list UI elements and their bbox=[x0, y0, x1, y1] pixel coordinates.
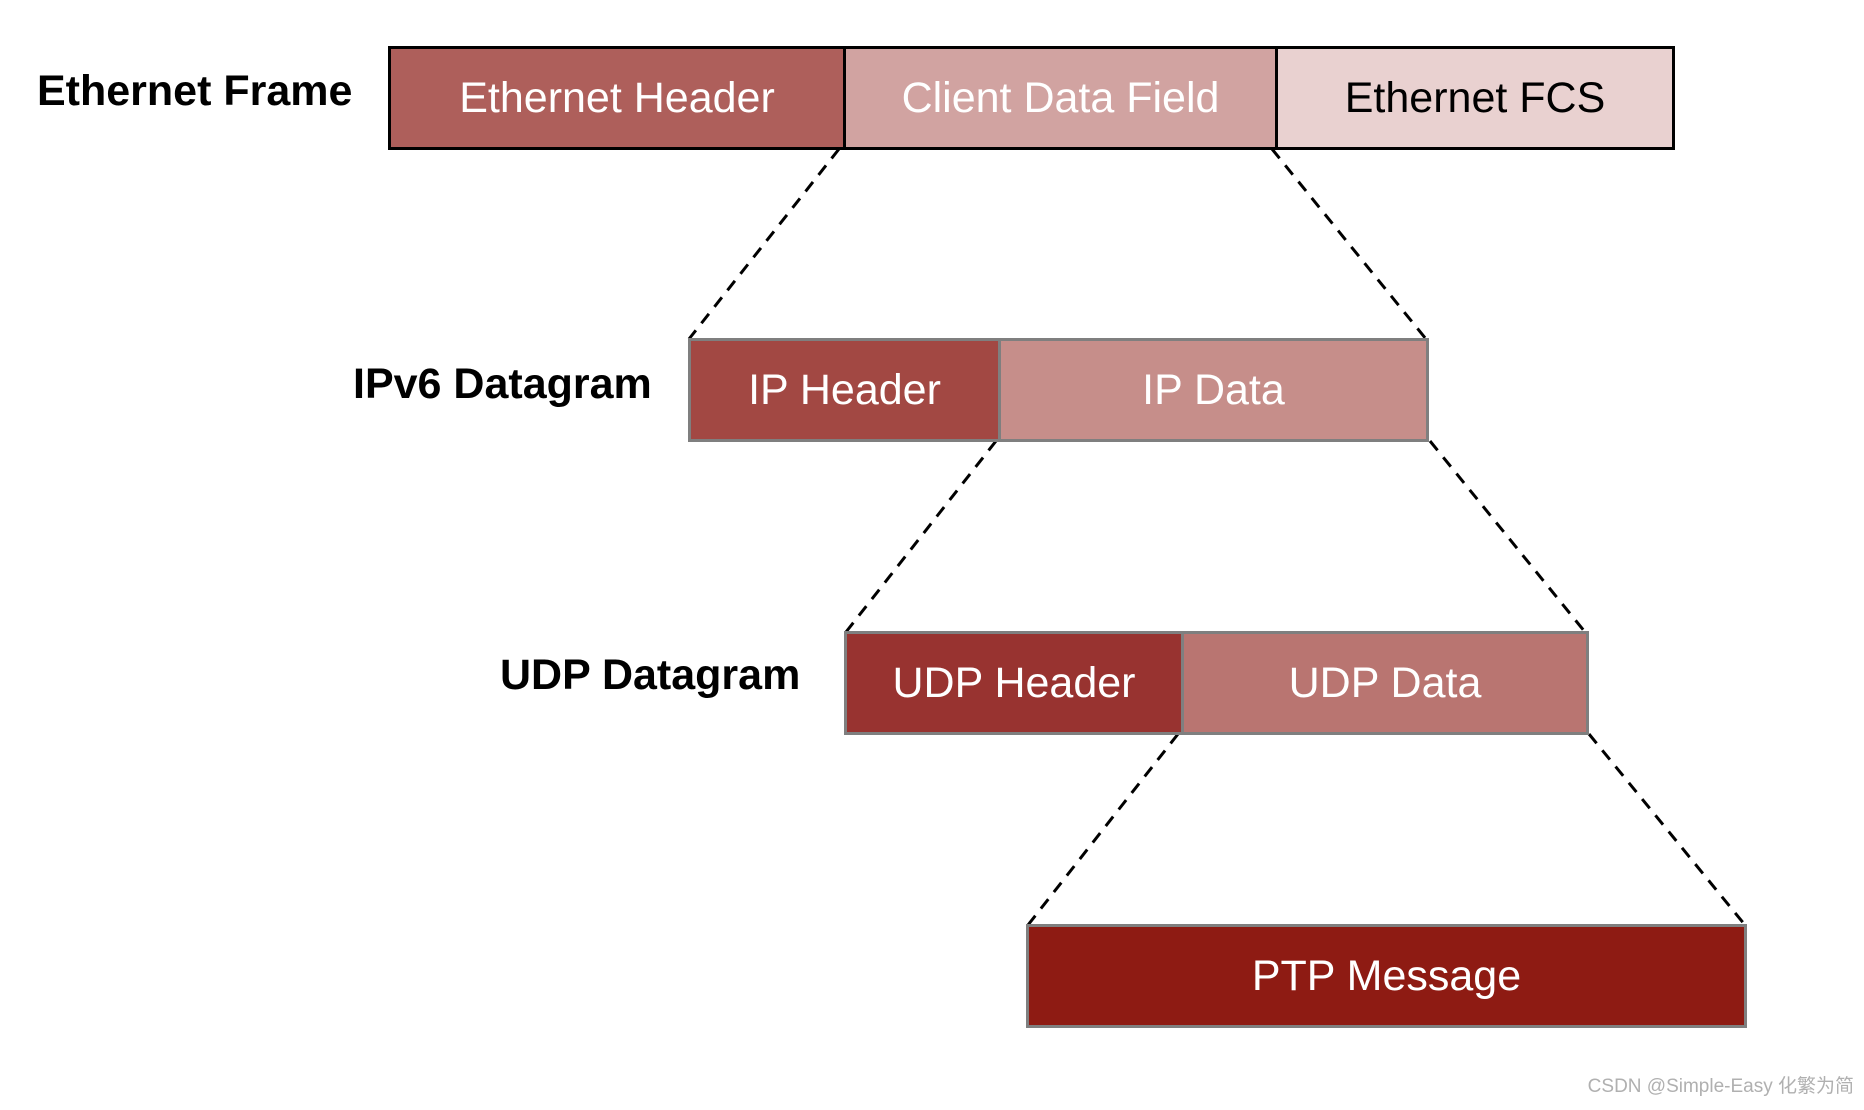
ethernet-frame-bar: Ethernet Header Client Data Field Ethern… bbox=[388, 46, 1675, 150]
connector-ipv6-to-udp-right bbox=[1428, 440, 1587, 633]
connector-udp-to-ptp-left bbox=[1026, 733, 1180, 926]
connector-ethernet-to-ipv6-left bbox=[687, 148, 841, 340]
udp-datagram-label: UDP Datagram bbox=[500, 651, 801, 699]
ptp-message-bar: PTP Message bbox=[1026, 924, 1747, 1028]
ip-data-segment: IP Data bbox=[998, 341, 1426, 439]
ethernet-header-segment: Ethernet Header bbox=[391, 49, 843, 147]
connector-udp-to-ptp-right bbox=[1587, 733, 1747, 926]
connector-ipv6-to-udp-left bbox=[844, 440, 998, 633]
ethernet-fcs-segment: Ethernet FCS bbox=[1275, 49, 1672, 147]
udp-datagram-bar: UDP Header UDP Data bbox=[844, 631, 1589, 735]
ethernet-frame-label: Ethernet Frame bbox=[37, 67, 353, 115]
ipv6-datagram-bar: IP Header IP Data bbox=[688, 338, 1429, 442]
udp-header-segment: UDP Header bbox=[847, 634, 1181, 732]
watermark: CSDN @Simple-Easy 化繁为简 bbox=[1587, 1076, 1854, 1097]
connector-ethernet-to-ipv6-right bbox=[1270, 148, 1428, 340]
ip-header-segment: IP Header bbox=[691, 341, 998, 439]
ptp-message-segment: PTP Message bbox=[1029, 927, 1744, 1025]
ipv6-datagram-label: IPv6 Datagram bbox=[353, 360, 652, 408]
client-data-field-segment: Client Data Field bbox=[843, 49, 1275, 147]
udp-data-segment: UDP Data bbox=[1181, 634, 1586, 732]
